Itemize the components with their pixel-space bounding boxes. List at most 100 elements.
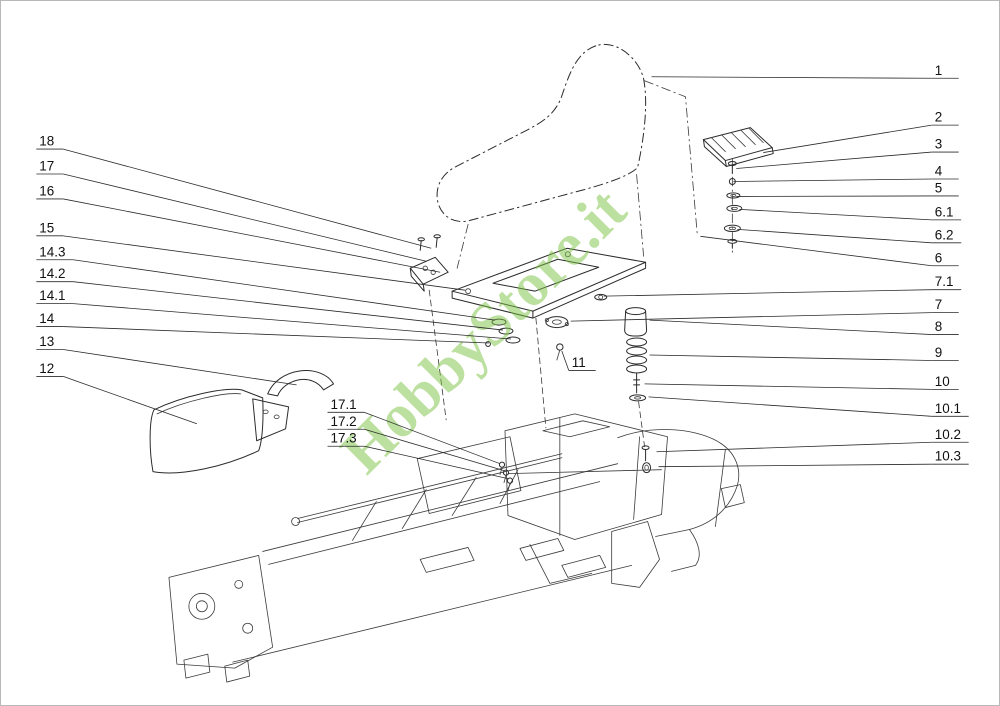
callout-11: 11: [561, 350, 596, 371]
callout-label: 10.3: [935, 449, 961, 464]
callout-label: 17.3: [330, 431, 356, 446]
callout-leader-line: [739, 209, 932, 221]
callout-1: 1: [651, 63, 959, 79]
callout-leader-line: [656, 441, 932, 453]
callout-leader-line: [73, 303, 512, 340]
callout-leader-line: [649, 319, 932, 335]
callout-leader-line: [648, 396, 932, 417]
callout-leader-line: [603, 289, 932, 297]
seat-outline: [436, 43, 647, 222]
callout-4: 4: [733, 164, 959, 182]
callout-17.2: 17.2: [327, 414, 505, 472]
callout-18: 18: [36, 134, 432, 249]
callout-5: 5: [736, 180, 959, 197]
step-plate-assembly: [644, 80, 774, 253]
callout-leader-line: [364, 428, 505, 472]
spring-assembly: [624, 307, 652, 474]
callout-13: 13: [36, 334, 297, 386]
callout-17.3: 17.3: [327, 431, 509, 480]
callout-7.1: 7.1: [603, 274, 962, 297]
callout-2: 2: [763, 110, 959, 153]
callout-layer: 123456.16.267.17891010.110.210.318171615…: [36, 63, 969, 480]
callout-leader-line: [700, 235, 932, 267]
callout-label: 6.2: [935, 227, 954, 242]
callout-3: 3: [736, 137, 959, 169]
callout-6.2: 6.2: [737, 227, 962, 244]
callout-label: 5: [935, 180, 942, 195]
callout-label: 10: [935, 374, 950, 389]
callout-10.3: 10.3: [658, 449, 969, 468]
callout-label: 13: [39, 334, 54, 349]
callout-leader-line: [63, 198, 441, 273]
callout-leader-line: [658, 463, 932, 468]
callout-17: 17: [36, 159, 427, 262]
callout-label: 9: [935, 345, 942, 360]
callout-label: 17.1: [330, 397, 356, 412]
callout-12: 12: [36, 361, 197, 425]
callout-9: 9: [649, 345, 959, 361]
callout-14: 14: [36, 311, 490, 344]
callout-7: 7: [570, 297, 959, 322]
callout-label: 17: [39, 159, 54, 174]
callout-label: 1: [935, 63, 942, 78]
bracket-drawing: [267, 370, 334, 397]
callout-10.1: 10.1: [648, 396, 969, 417]
callout-10: 10: [644, 374, 959, 390]
callout-label: 17.2: [330, 414, 356, 429]
seat-mount-plate-assembly: [409, 174, 647, 429]
callout-14.1: 14.1: [36, 288, 512, 340]
callout-17.1: 17.1: [327, 397, 501, 465]
callout-leader-line: [63, 235, 466, 291]
callout-16: 16: [36, 183, 441, 273]
callout-14.2: 14.2: [36, 266, 504, 331]
callout-6: 6: [700, 235, 959, 267]
callout-leader-line: [570, 312, 932, 322]
callout-label: 12: [39, 361, 54, 376]
callout-label: 8: [935, 319, 942, 334]
callout-label: 2: [935, 110, 942, 125]
callout-label: 6.1: [935, 204, 954, 219]
callout-leader-line: [649, 354, 932, 361]
callout-leader-line: [364, 411, 501, 465]
callout-15: 15: [36, 220, 466, 291]
callout-label: 15: [39, 220, 54, 235]
chassis-bolts: [498, 461, 514, 492]
callout-label: 3: [935, 137, 942, 152]
callout-leader-line: [561, 350, 570, 371]
callout-leader-line: [63, 349, 297, 386]
callout-label: 4: [935, 164, 943, 179]
callout-6.1: 6.1: [739, 204, 962, 221]
callout-label: 11: [572, 355, 586, 370]
callout-label: 16: [39, 183, 54, 198]
callout-leader-line: [63, 173, 427, 262]
callout-label: 14.3: [39, 244, 65, 259]
callout-label: 7: [935, 297, 942, 312]
watermark-text: HobbyStore.it: [328, 175, 639, 486]
callout-leader-line: [73, 259, 496, 321]
callout-leader-line: [737, 228, 932, 244]
callout-leader-line: [736, 151, 932, 169]
callout-label: 14.1: [39, 288, 65, 303]
callout-label: 18: [39, 134, 54, 149]
fender-drawing: [149, 388, 290, 474]
callout-leader-line: [63, 376, 197, 425]
callout-leader-line: [63, 148, 432, 249]
callout-label: 7.1: [935, 274, 954, 289]
callout-leader-line: [364, 445, 509, 480]
callout-leader-line: [63, 326, 490, 344]
callout-label: 14: [39, 311, 54, 326]
callout-leader-line: [644, 383, 932, 390]
callout-label: 6: [935, 250, 942, 265]
callout-label: 10.2: [935, 427, 961, 442]
callout-label: 10.1: [935, 401, 961, 416]
tractor-chassis-drawing: [168, 413, 745, 683]
callout-leader-line: [73, 281, 504, 331]
callout-10.2: 10.2: [656, 427, 969, 453]
callout-label: 14.2: [39, 266, 65, 281]
callout-leader-line: [733, 178, 932, 182]
callout-leader-line: [763, 124, 932, 153]
callout-14.3: 14.3: [36, 244, 496, 321]
callout-leader-line: [651, 76, 932, 79]
